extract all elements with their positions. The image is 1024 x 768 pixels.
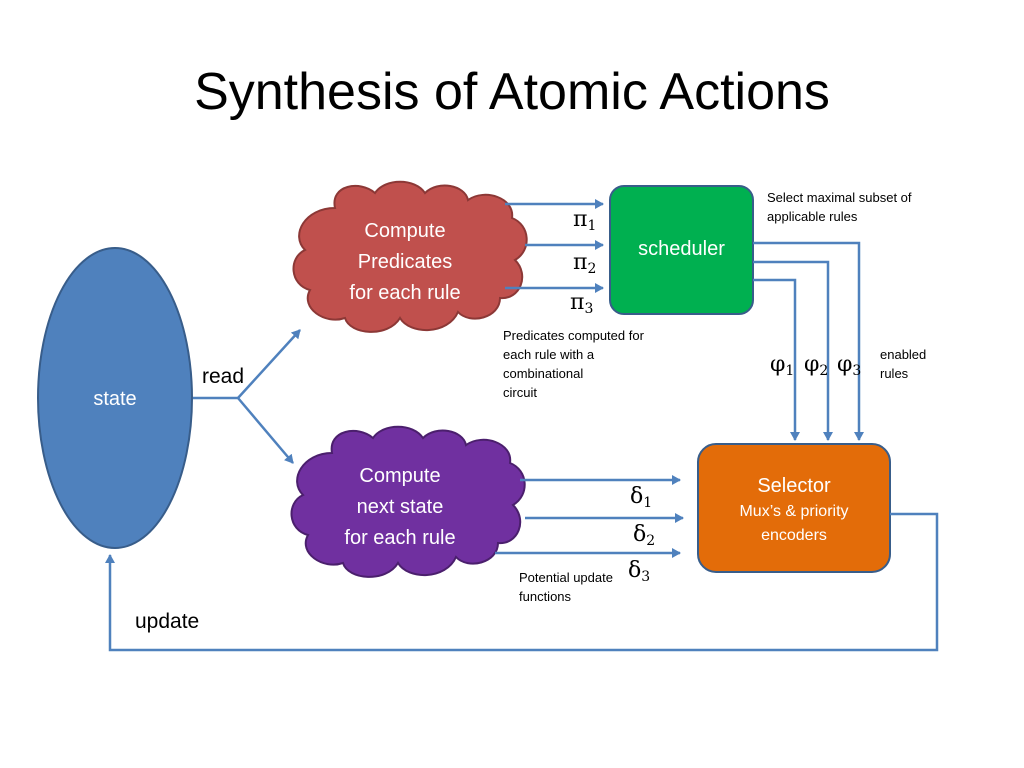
selector-title: Selector (757, 475, 831, 497)
predicates-note-line-4: circuit (503, 385, 537, 400)
pi2-label: π2 (573, 250, 597, 277)
state-label: state (93, 388, 137, 410)
delta2-label: δ2 (633, 522, 656, 549)
predicates-cloud (292, 180, 528, 333)
phi2-label: φ2 (804, 352, 829, 379)
predicates-note: Predicates computed for each rule with a… (503, 326, 644, 402)
read-arrow-down (237, 397, 294, 464)
phi2-arrow (753, 260, 833, 441)
next-state-line-3: for each rule (344, 527, 456, 549)
delta1-label: δ1 (630, 484, 653, 511)
read-label: read (202, 365, 245, 388)
update-arrow (105, 512, 939, 652)
update-note: Potential update functions (519, 568, 613, 606)
scheduler-label: scheduler (638, 238, 725, 260)
update-note-line-2: functions (519, 589, 572, 604)
enabled-note-line-2: rules (880, 366, 909, 381)
predicates-note-line-2: each rule with a (503, 347, 595, 362)
predicates-line-1: Compute (364, 220, 446, 242)
predicates-note-line-3: combinational (503, 366, 584, 381)
scheduler-node (609, 185, 754, 315)
selector-node (697, 443, 891, 573)
selector-label: Selector Mux’s & priority encoders (698, 472, 890, 548)
phi1-label: φ1 (770, 352, 795, 379)
next-state-cloud (290, 425, 526, 578)
enabled-note: enabled rules (880, 345, 926, 383)
phi3-arrow (753, 241, 864, 441)
scheduler-note: Select maximal subset of applicable rule… (767, 188, 912, 226)
predicates-label: Compute Predicates for each rule (320, 216, 490, 309)
selector-line-1: Mux’s & priority (739, 503, 849, 520)
next-state-line-1: Compute (359, 465, 441, 487)
next-state-line-2: next state (356, 496, 444, 518)
selector-line-2: encoders (761, 527, 827, 544)
phi1-arrow (753, 278, 800, 441)
read-arrow-up (237, 329, 301, 399)
predicates-line-3: for each rule (349, 282, 461, 304)
update-label: update (135, 610, 200, 633)
delta3-label: δ3 (628, 558, 651, 585)
predicates-note-line-1: Predicates computed for (503, 328, 644, 343)
enabled-note-line-1: enabled (880, 347, 927, 362)
update-note-line-1: Potential update (519, 570, 613, 585)
pi3-label: π3 (570, 290, 594, 317)
scheduler-note-line-2: applicable rules (767, 209, 858, 224)
predicates-line-2: Predicates (357, 251, 453, 273)
state-node (37, 247, 193, 549)
scheduler-note-line-1: Select maximal subset of (767, 190, 912, 205)
pi1-label: π1 (573, 207, 597, 234)
phi3-label: φ3 (837, 352, 862, 379)
next-state-label: Compute next state for each rule (315, 461, 485, 554)
page-title: Synthesis of Atomic Actions (194, 63, 830, 121)
